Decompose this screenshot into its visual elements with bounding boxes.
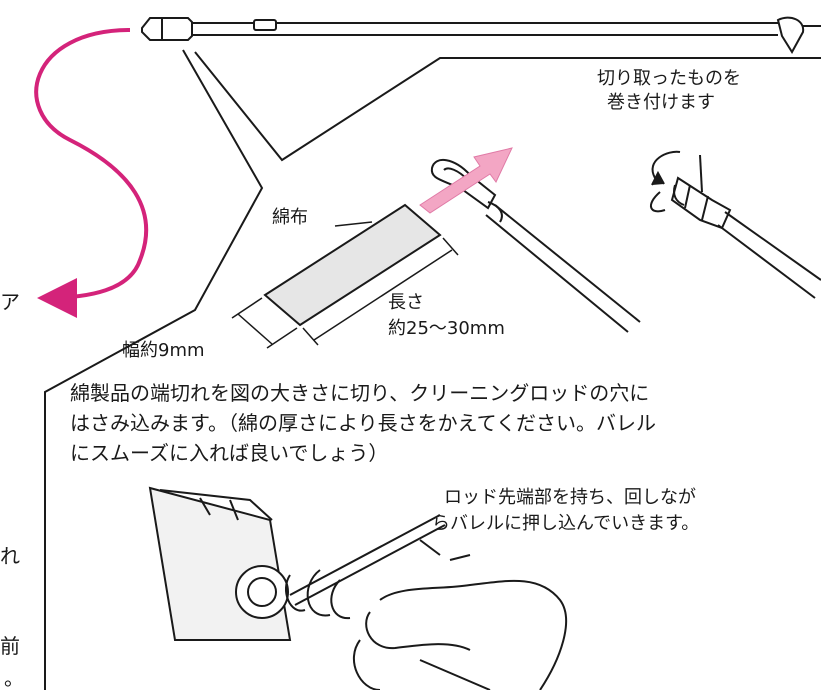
width-dimension [231,297,298,349]
callout-outline [44,49,264,690]
edge-fragment-mid: れ [0,544,20,568]
length-dimension [302,237,459,346]
instruction-line3: にスムーズに入れば良いでしょう） [70,441,389,465]
wrap-note-line2: 巻き付けます [607,92,715,113]
edge-fragment-arrow: ア [0,290,20,314]
rod-tip-line2: らバレルに押し込んでいきます。 [432,513,700,534]
rod-tip-line1: ロッド先端部を持ち、回しなが [444,487,696,508]
instruction-line2: はさみ込みます。（綿の厚さにより長さをかえてください。バレル [70,411,656,435]
length-value: 約25～30mm [388,318,505,339]
instruction-line1: 綿製品の端切れを図の大きさに切り、クリーニングロッドの穴に [70,381,650,405]
cloth-label: 綿布 [272,207,308,228]
length-title: 長さ [388,292,424,313]
cleaning-rod [141,16,821,54]
wrapped-rod-detail [650,150,821,299]
width-label: 幅約9mm [122,340,205,361]
barrel-and-hand [148,486,568,690]
edge-fragment-low: 前 [0,634,20,658]
flow-arrow [34,28,149,318]
wrap-note-line1: 切り取ったものを [597,68,741,89]
insert-arrow [419,147,513,214]
edge-fragment-bottom: 。 [4,666,24,690]
cotton-cloth-strip [263,203,442,327]
